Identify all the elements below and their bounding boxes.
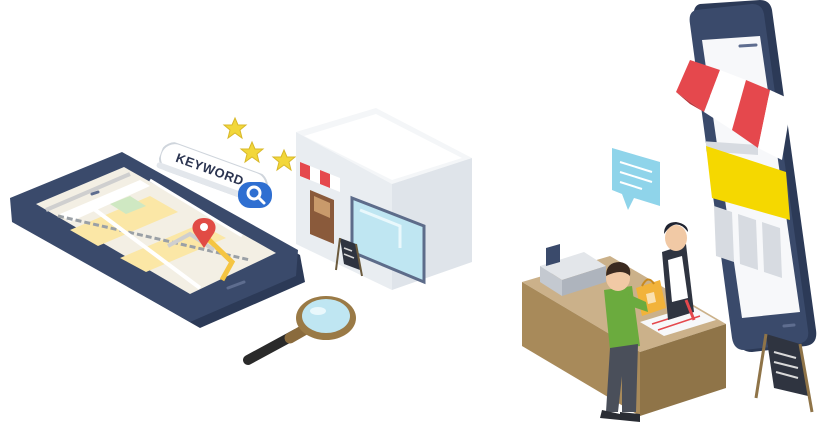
phone-awning: [676, 60, 792, 160]
shop-awning-icon: [300, 162, 340, 192]
shop-clerk: [662, 222, 696, 321]
star-icon: [222, 116, 297, 172]
storefront: [296, 108, 472, 290]
cash-register: [540, 244, 606, 296]
menu-board: [754, 333, 814, 413]
chat-bubble-icon: [612, 148, 660, 210]
customer: [600, 262, 648, 422]
map-phone: [10, 152, 305, 328]
magnifier-icon[interactable]: [236, 176, 276, 216]
sign-board: [335, 237, 363, 277]
map-pin-icon: [192, 218, 216, 248]
shop-phone: [676, 0, 817, 352]
magnifying-glass-icon: [243, 296, 356, 365]
